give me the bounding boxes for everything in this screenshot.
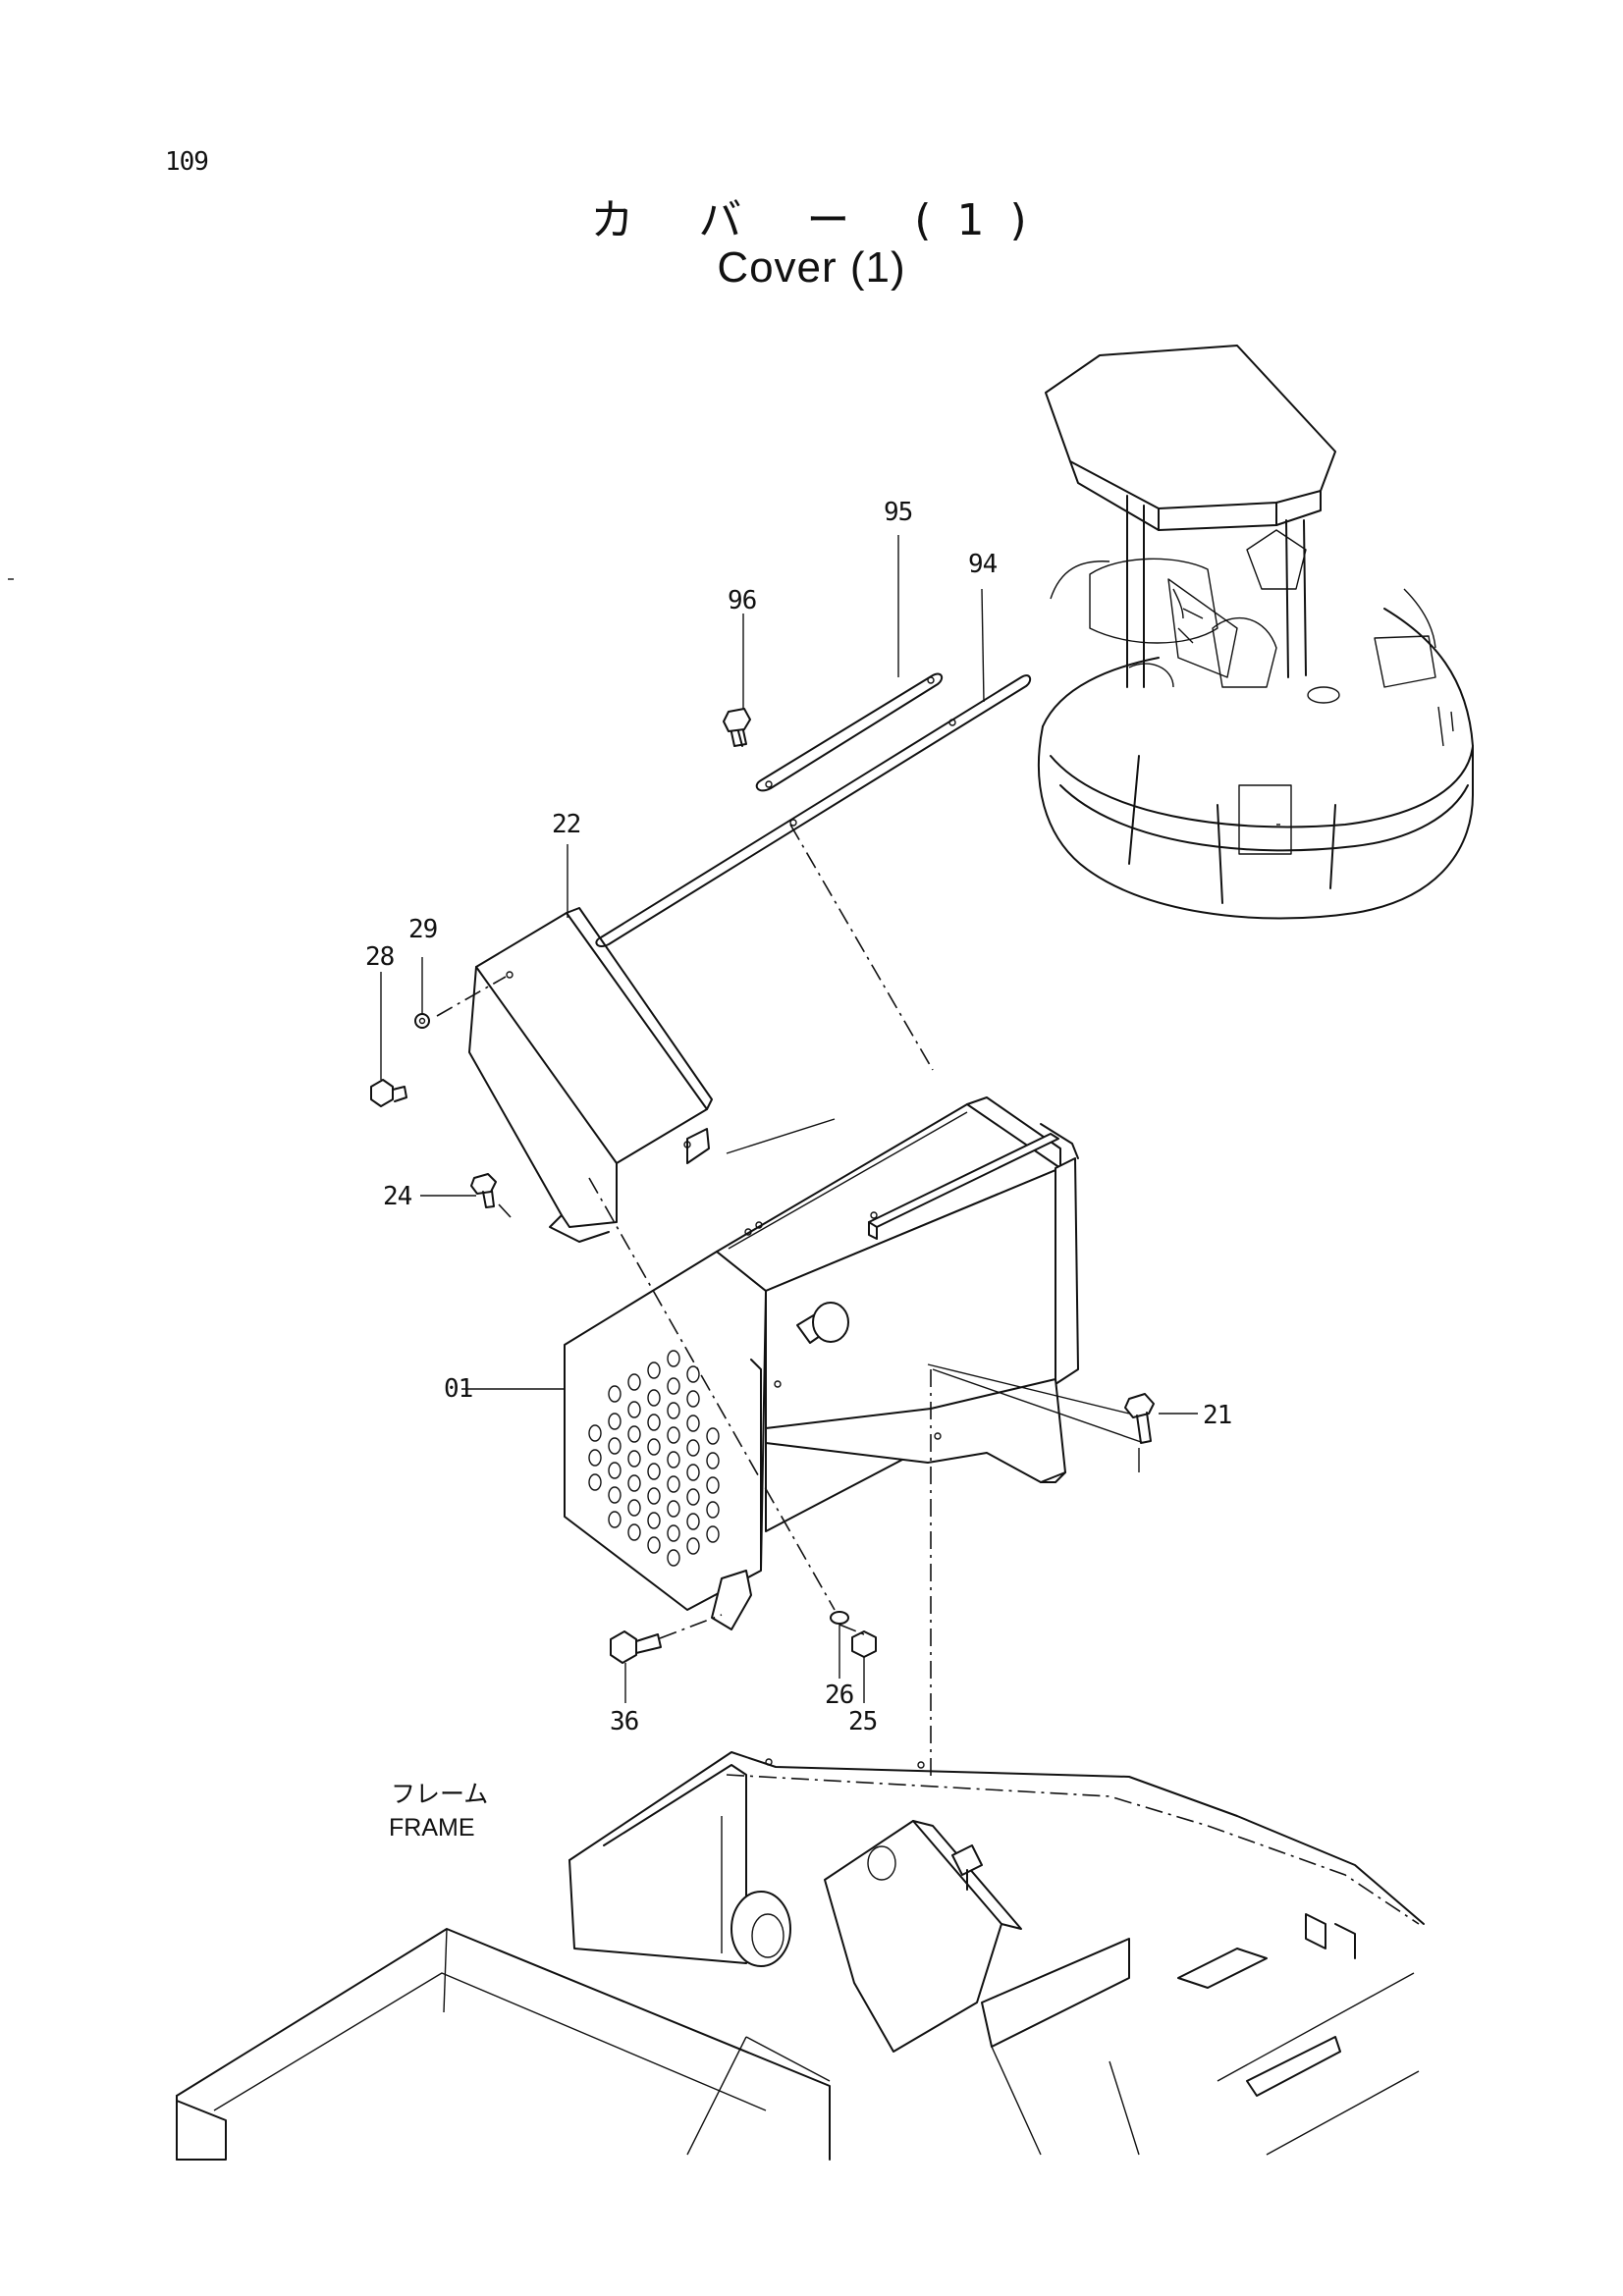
frame-label-japanese: フレーム — [391, 1781, 488, 1808]
bolt-21 — [1124, 1393, 1155, 1444]
main-cover-01 — [564, 1096, 1079, 1630]
frame-label: フレーム FRAME — [389, 1781, 488, 1842]
washer-29 — [414, 1013, 430, 1029]
callout-26: 26 — [825, 1681, 853, 1710]
callout-94: 94 — [968, 550, 998, 579]
strip-94 — [595, 674, 1032, 947]
title-english: Cover (1) — [717, 243, 906, 292]
callout-25: 25 — [848, 1707, 877, 1736]
frame — [176, 1751, 1425, 2161]
machine-overview — [1037, 345, 1474, 920]
strip-95 — [755, 672, 944, 792]
callout-29: 29 — [408, 915, 437, 944]
callout-95: 95 — [884, 498, 912, 527]
perforation-holes — [588, 1350, 720, 1567]
title-japanese: カ バ ー (1) — [590, 195, 1053, 245]
frame-label-english: FRAME — [389, 1814, 475, 1842]
cover-panel-22 — [468, 907, 713, 1243]
callout-36: 36 — [610, 1707, 638, 1736]
leader-lines — [380, 535, 1198, 1703]
bolt-96 — [723, 708, 751, 747]
bolt-28 — [370, 1079, 407, 1107]
callout-numbers: 95 94 96 22 28 29 24 01 21 26 25 36 — [365, 498, 1232, 1736]
alignment-lines — [436, 824, 1145, 1782]
callout-24: 24 — [383, 1182, 412, 1211]
callout-01: 01 — [444, 1374, 472, 1404]
page-number: 109 — [165, 147, 209, 177]
callout-21: 21 — [1203, 1401, 1231, 1430]
callout-96: 96 — [728, 586, 756, 615]
nut-25 — [851, 1630, 877, 1658]
callout-28: 28 — [365, 942, 394, 972]
callout-22: 22 — [552, 810, 580, 839]
bolt-36 — [610, 1630, 662, 1664]
washer-26 — [830, 1611, 849, 1625]
bolt-24 — [470, 1173, 497, 1208]
